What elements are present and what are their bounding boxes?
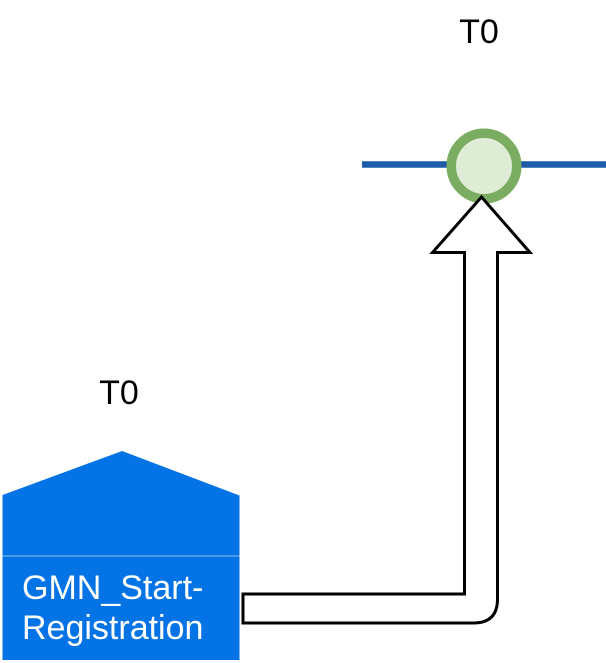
flow-arrow: [241, 194, 534, 625]
timeline-timestamp-label: T0: [459, 13, 499, 51]
transition-node-label-line1: GMN_Start-: [22, 569, 204, 607]
transition-node-label-line2: Registration: [22, 609, 204, 647]
transition-node-label: GMN_Start- Registration: [2, 568, 238, 648]
transition-timestamp-label: T0: [99, 374, 139, 412]
transition-node-shape: [2, 451, 240, 660]
place-node-circle: [446, 128, 522, 204]
